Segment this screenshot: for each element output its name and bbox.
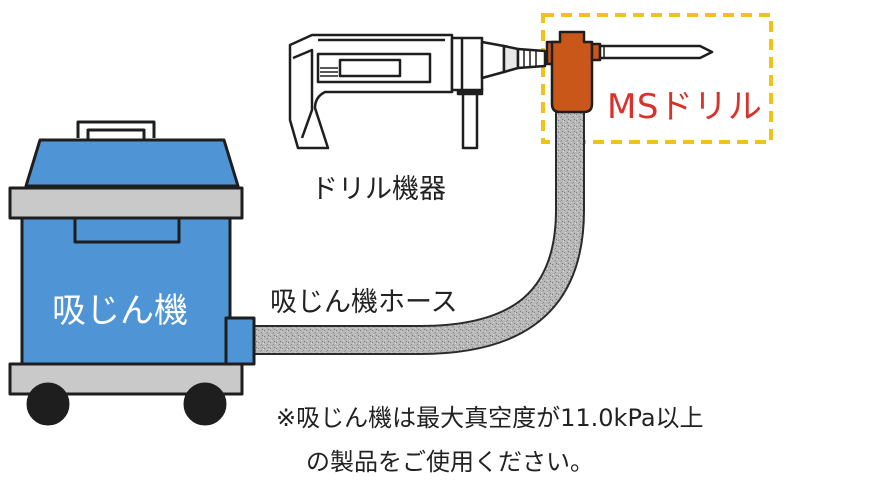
note-line-2: の製品をご使用ください。 (306, 448, 594, 476)
vacuum-hose (250, 112, 585, 355)
drill-device-label: ドリル機器 (311, 174, 446, 205)
ms-drill-label: MSドリル (607, 87, 763, 127)
ms-drill-highlight-box (541, 13, 773, 144)
vacuum-label: 吸じん機 (52, 291, 188, 331)
ms-drill (545, 30, 714, 114)
vacuum-cleaner (8, 120, 256, 426)
vacuum-hose-label: 吸じん機ホース (270, 287, 458, 318)
note-line-1: ※吸じん機は最大真空度が11.0kPa以上 (276, 404, 704, 432)
drill-device (288, 33, 547, 150)
